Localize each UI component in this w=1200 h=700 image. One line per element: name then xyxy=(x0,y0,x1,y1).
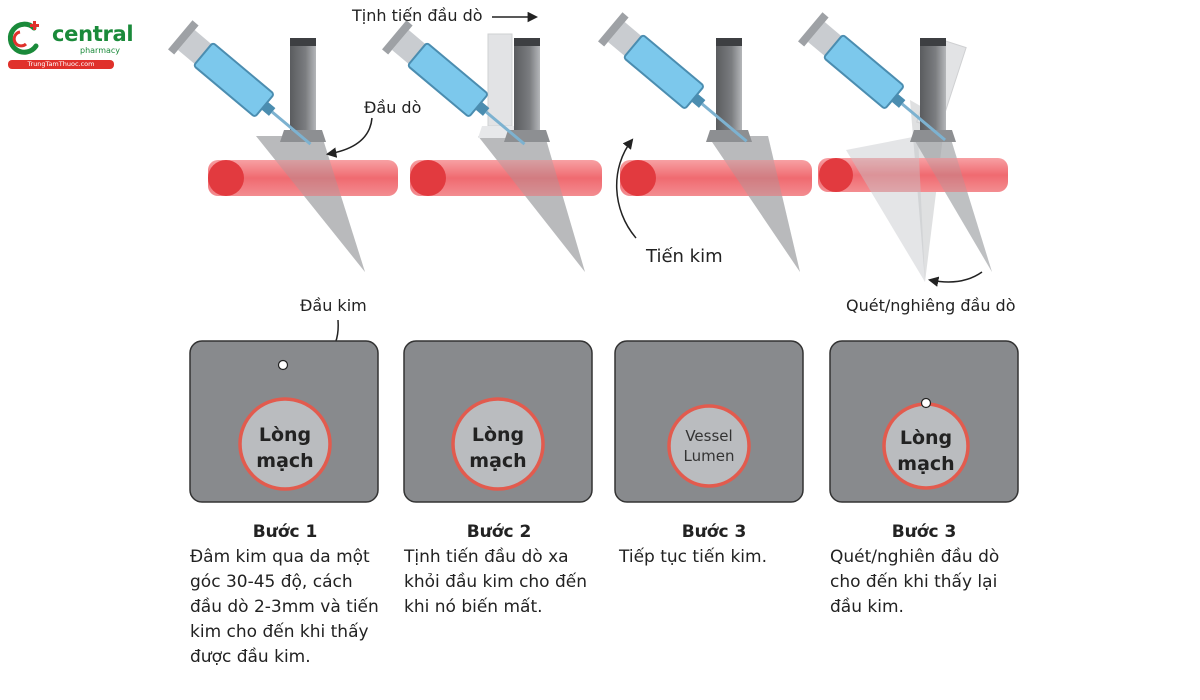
needle-tip-label: Đầu kim xyxy=(300,296,367,315)
ultrasound-beam-front xyxy=(708,136,800,272)
step-2: Bước 2 Tịnh tiến đầu dò xa khỏi đầu kim … xyxy=(404,520,594,620)
advance-needle-arrow xyxy=(615,138,637,239)
logo-sub: pharmacy xyxy=(80,46,121,55)
step-1: Bước 1 Đâm kim qua da một góc 30-45 độ, … xyxy=(190,520,380,670)
logo: central pharmacy TrungTamThuoc.com xyxy=(6,18,134,72)
blood-vessel xyxy=(620,160,812,196)
syringe xyxy=(168,20,312,146)
ultrasound-beam-front xyxy=(846,136,925,282)
blood-vessel xyxy=(818,158,1008,192)
screen-panel-3: Vessel Lumen xyxy=(614,340,804,503)
step-body: Tịnh tiến đầu dò xa khỏi đầu kim cho đến… xyxy=(404,547,588,617)
probe-label: Đầu dò xyxy=(364,98,422,117)
step-body: Đâm kim qua da một góc 30-45 độ, cách đầ… xyxy=(190,547,379,667)
ultrasound-probe xyxy=(504,38,550,142)
vessel-cross-section xyxy=(208,160,244,196)
needle-tip-dot xyxy=(920,397,932,409)
vessel-cross-section xyxy=(819,158,853,192)
probe-callout-arrow xyxy=(325,117,373,158)
blood-vessel xyxy=(208,160,398,196)
blood-vessel xyxy=(410,160,602,196)
step-title: Bước 2 xyxy=(466,522,532,542)
ultrasound-probe xyxy=(280,38,326,142)
probe-translate-label: Tịnh tiến đầu dò xyxy=(352,6,483,25)
lumen-label-line2: mạch xyxy=(469,450,526,472)
screen-panel-4: Lòng mạch xyxy=(829,340,1019,503)
needle-tip-dot xyxy=(277,359,289,371)
screen-panel-1: Lòng mạch xyxy=(189,340,379,503)
step-body: Quét/nghiên đầu dò cho đến khi thấy lại … xyxy=(830,547,1000,617)
syringe xyxy=(598,12,748,143)
lumen-label-line1: Vessel xyxy=(685,427,732,445)
syringe xyxy=(382,20,526,146)
lumen-label-line1: Lòng xyxy=(900,427,952,449)
logo-brand: central xyxy=(52,22,134,46)
ultrasound-probe xyxy=(706,38,752,142)
lumen-label-line1: Lòng xyxy=(259,424,311,446)
lumen-label-line2: mạch xyxy=(256,450,313,472)
step-3: Bước 3 Tiếp tục tiến kim. xyxy=(619,520,809,570)
step-title: Bước 3 xyxy=(681,522,747,542)
lumen xyxy=(667,404,751,488)
step-body: Tiếp tục tiến kim. xyxy=(619,547,767,567)
lumen-label-line2: Lumen xyxy=(684,447,735,465)
stage-1-illustration xyxy=(168,20,398,272)
stage-4-illustration xyxy=(798,12,1008,287)
logo-url: TrungTamThuoc.com xyxy=(8,60,114,69)
lumen xyxy=(451,397,545,491)
syringe xyxy=(798,12,947,142)
ultrasound-beam-front xyxy=(256,136,365,272)
vessel-cross-section xyxy=(410,160,446,196)
step-title: Bước 1 xyxy=(252,522,318,542)
sweep-probe-label: Quét/nghiêng đầu dò xyxy=(846,296,1016,315)
stage-2-illustration xyxy=(382,11,602,272)
ultrasound-beam-front xyxy=(478,136,585,272)
sweep-arrow xyxy=(927,271,983,287)
lumen-label-line1: Lòng xyxy=(472,424,524,446)
stage-3-illustration xyxy=(598,12,812,272)
step-title: Bước 3 xyxy=(891,522,957,542)
lumen xyxy=(238,397,332,491)
screen-panel-2: Lòng mạch xyxy=(403,340,593,503)
step-4: Bước 3 Quét/nghiên đầu dò cho đến khi th… xyxy=(830,520,1018,620)
ultrasound-beam-front xyxy=(912,136,992,272)
pharmacy-cross-icon xyxy=(7,21,39,55)
lumen-label-line2: mạch xyxy=(897,453,954,475)
vessel-cross-section xyxy=(620,160,656,196)
advance-needle-label: Tiến kim xyxy=(646,246,723,267)
